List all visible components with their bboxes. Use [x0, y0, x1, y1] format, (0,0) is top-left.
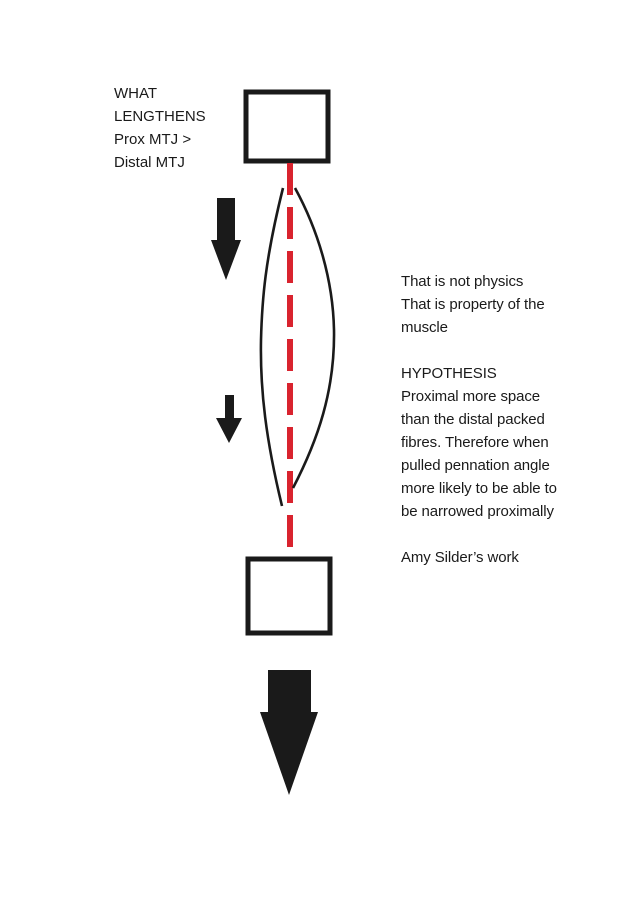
down-arrow-icon-bottom [260, 670, 318, 795]
hypothesis-line: be narrowed proximally [401, 503, 554, 520]
left-label-line: WHAT [114, 85, 158, 102]
spacer [401, 523, 557, 546]
hypothesis-line: more likely to be able to [401, 480, 557, 497]
hypothesis-line: fibres. Therefore when [401, 434, 549, 451]
left-label-line: Distal MTJ [114, 154, 185, 171]
attribution: Amy Silder’s work [401, 549, 519, 566]
left-label-line: LENGTHENS [114, 108, 206, 125]
hypothesis-heading: HYPOTHESIS [401, 365, 497, 382]
muscle-outline-right [291, 187, 336, 489]
distal-box [245, 556, 333, 636]
hypothesis-line: Proximal more space [401, 388, 540, 405]
physics-note-line: That is property of the [401, 296, 545, 313]
proximal-box [243, 89, 331, 164]
physics-note-line: muscle [401, 319, 448, 336]
hypothesis-notes: That is not physics That is property of … [401, 270, 557, 569]
what-lengthens-label: WHAT LENGTHENS Prox MTJ > Distal MTJ [114, 82, 206, 174]
muscle-outline-left [259, 187, 285, 507]
left-label-line: Prox MTJ > [114, 131, 192, 148]
spacer [401, 339, 557, 362]
hypothesis-line: pulled pennation angle [401, 457, 550, 474]
down-arrow-icon-middle [216, 395, 242, 443]
hypothesis-line: than the distal packed [401, 411, 545, 428]
down-arrow-icon-top [211, 198, 241, 280]
physics-note-line: That is not physics [401, 273, 524, 290]
